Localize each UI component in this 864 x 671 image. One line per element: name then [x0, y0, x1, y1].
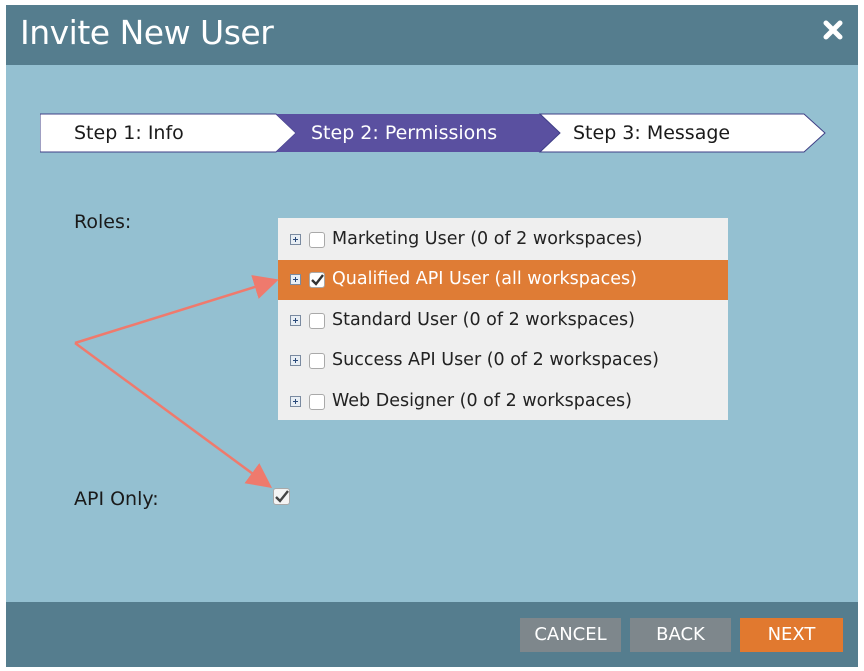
role-label: Standard User (0 of 2 workspaces) — [332, 310, 635, 330]
dialog-title: Invite New User — [20, 13, 274, 52]
role-item-standard-user[interactable]: Standard User (0 of 2 workspaces) — [278, 301, 728, 341]
role-item-marketing-user[interactable]: Marketing User (0 of 2 workspaces) — [278, 220, 728, 260]
role-item-success-api-user[interactable]: Success API User (0 of 2 workspaces) — [278, 341, 728, 381]
dialog-header: Invite New User — [6, 5, 858, 65]
api-only-label: API Only: — [74, 488, 159, 510]
role-checkbox[interactable] — [309, 232, 325, 248]
close-icon[interactable] — [820, 17, 846, 43]
wizard-shape — [40, 113, 826, 153]
next-button[interactable]: NEXT — [740, 618, 843, 652]
step-1-label[interactable]: Step 1: Info — [74, 122, 184, 144]
roles-list: Marketing User (0 of 2 workspaces) Quali… — [278, 218, 728, 420]
roles-label: Roles: — [74, 211, 132, 233]
expand-icon[interactable] — [290, 274, 301, 285]
step-2-shape[interactable] — [276, 114, 560, 152]
role-checkbox[interactable] — [309, 394, 325, 410]
role-checkbox[interactable] — [309, 272, 325, 288]
role-checkbox[interactable] — [309, 313, 325, 329]
step-2-label[interactable]: Step 2: Permissions — [311, 122, 498, 144]
role-label: Web Designer (0 of 2 workspaces) — [332, 391, 632, 411]
expand-icon[interactable] — [290, 234, 301, 245]
checkmark-icon — [311, 274, 324, 286]
invite-user-dialog: Invite New User Step 1: Info Step 2: Per… — [6, 5, 858, 667]
role-item-web-designer[interactable]: Web Designer (0 of 2 workspaces) — [278, 382, 728, 422]
annotation-arrow-roles — [74, 275, 279, 345]
step-3-shape[interactable] — [538, 113, 826, 153]
step-3-label[interactable]: Step 3: Message — [573, 122, 731, 144]
role-checkbox[interactable] — [309, 353, 325, 369]
api-only-checkbox[interactable] — [273, 488, 290, 505]
expand-icon[interactable] — [290, 315, 301, 326]
role-label: Marketing User (0 of 2 workspaces) — [332, 229, 643, 249]
expand-icon[interactable] — [290, 355, 301, 366]
role-label: Success API User (0 of 2 workspaces) — [332, 350, 659, 370]
cancel-button[interactable]: CANCEL — [520, 618, 621, 652]
wizard-steps: Step 1: Info Step 2: Permissions Step 3:… — [40, 113, 826, 153]
role-label: Qualified API User (all workspaces) — [332, 269, 637, 289]
back-button[interactable]: BACK — [630, 618, 731, 652]
dialog-footer: CANCEL BACK NEXT — [6, 602, 858, 667]
role-item-qualified-api-user[interactable]: Qualified API User (all workspaces) — [278, 260, 728, 300]
expand-icon[interactable] — [290, 396, 301, 407]
annotation-arrow-api-only — [74, 341, 273, 488]
checkmark-icon — [275, 490, 289, 503]
